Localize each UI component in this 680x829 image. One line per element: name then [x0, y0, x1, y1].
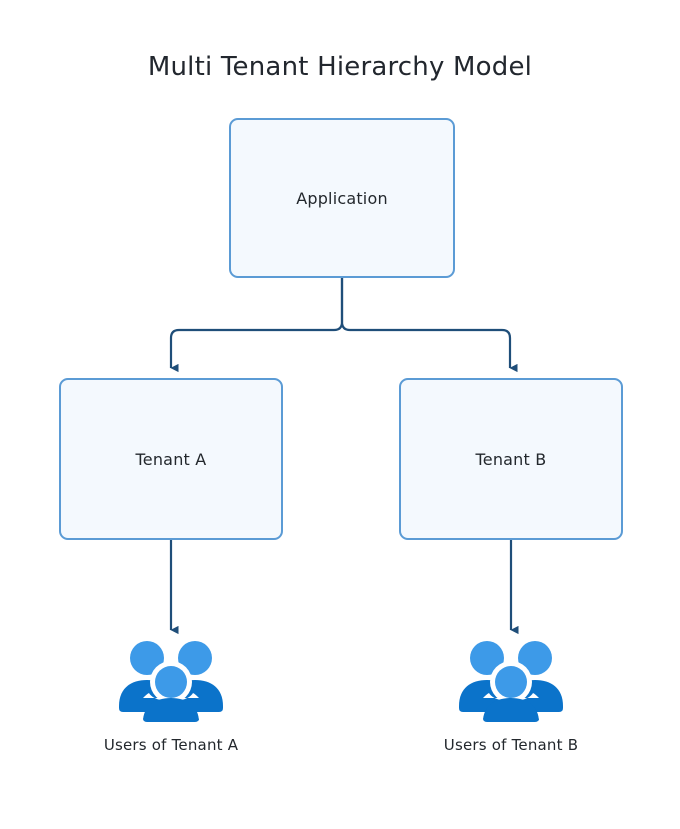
users-group-tenant-a-caption: Users of Tenant A	[103, 736, 239, 754]
node-tenant-a[interactable]: Tenant A	[59, 378, 283, 540]
users-group-tenant-b-caption: Users of Tenant B	[443, 736, 579, 754]
edge-application-to-tenant-a	[169, 278, 344, 373]
edge-application-to-tenant-b	[340, 278, 518, 373]
users-group-icon	[459, 641, 563, 722]
users-group-tenant-b[interactable]: Users of Tenant B	[421, 636, 601, 754]
node-application-label: Application	[296, 188, 388, 208]
users-group-tenant-a[interactable]: Users of Tenant A	[81, 636, 261, 754]
node-application[interactable]: Application	[229, 118, 455, 278]
node-tenant-b-label: Tenant B	[475, 449, 547, 469]
node-tenant-b[interactable]: Tenant B	[399, 378, 623, 540]
node-tenant-a-label: Tenant A	[135, 449, 207, 469]
users-group-icon	[119, 641, 223, 722]
page-title: Multi Tenant Hierarchy Model	[147, 52, 533, 82]
